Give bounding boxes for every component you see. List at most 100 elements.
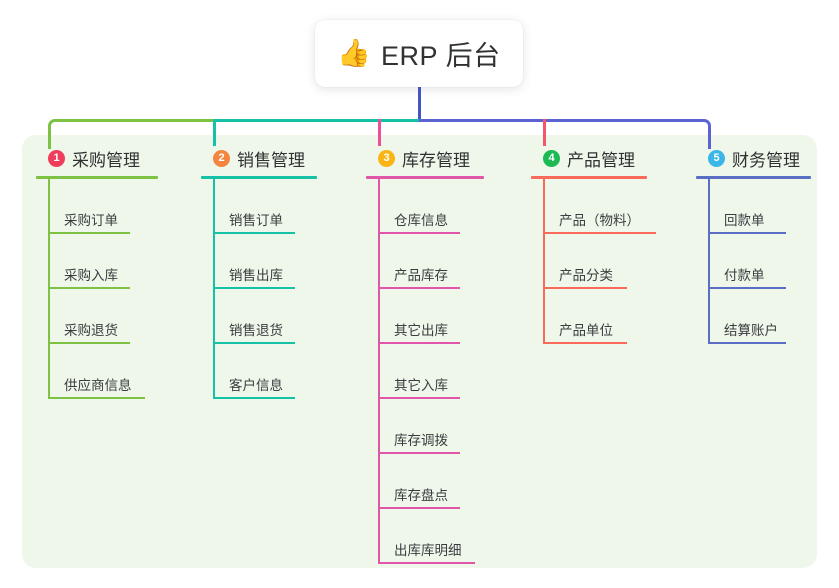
branch-item[interactable]: 产品库存 (366, 234, 484, 289)
branch-item-list: 产品（物料） 产品分类产品单位 (531, 179, 656, 344)
branch-item-list: 仓库信息产品库存其它出库其它入库库存调拨库存盘点出库库明细 (366, 179, 484, 564)
trunk-segment-left (48, 119, 216, 149)
branch-header-rule (531, 176, 647, 179)
branch-drop-4 (543, 119, 546, 146)
branch-item[interactable]: 产品单位 (531, 289, 647, 344)
branch-item-rule (708, 287, 786, 289)
branch-title-label: 产品管理 (567, 150, 635, 170)
branch-item-rule (708, 232, 786, 234)
branch-item-label: 供应商信息 (64, 378, 132, 393)
branch-item[interactable]: 仓库信息 (366, 179, 484, 234)
branch-item-rule (213, 397, 295, 399)
branch-item-label: 库存盘点 (394, 488, 448, 503)
branch-item-rule (543, 342, 627, 344)
branch-item-label: 产品（物料） (559, 213, 640, 228)
branch-item[interactable]: 结算账户 (696, 289, 811, 344)
branch-item-rule (213, 287, 295, 289)
branch-item-label: 仓库信息 (394, 213, 448, 228)
branch-title-label: 财务管理 (732, 150, 800, 170)
branch-column-1: 1 采购管理采购订单采购入库采购退货供应商信息 (36, 146, 158, 399)
branch-number-badge: 4 (543, 149, 560, 167)
branch-item-rule (378, 562, 475, 564)
branch-item[interactable]: 客户信息 (201, 344, 317, 399)
branch-item-label: 采购退货 (64, 323, 118, 338)
branch-item-label: 采购入库 (64, 268, 118, 283)
branch-spine (48, 179, 50, 399)
branch-item-list: 采购订单采购入库采购退货供应商信息 (36, 179, 158, 399)
branch-header-rule (696, 176, 811, 179)
branch-header-rule (36, 176, 158, 179)
branch-item-label: 结算账户 (724, 323, 778, 338)
branch-title-label: 销售管理 (237, 150, 305, 170)
branch-item[interactable]: 库存盘点 (366, 454, 484, 509)
branch-column-4: 4 产品管理产品（物料） 产品分类产品单位 (531, 146, 656, 344)
branch-header-rule (366, 176, 484, 179)
branch-drop-2 (213, 119, 216, 146)
branch-item[interactable]: 回款单 (696, 179, 811, 234)
branch-drop-3 (378, 119, 381, 146)
branch-item-label: 产品单位 (559, 323, 613, 338)
branch-spine (378, 179, 380, 564)
branch-item[interactable]: 其它入库 (366, 344, 484, 399)
branch-title-label: 采购管理 (72, 150, 140, 170)
branch-item-rule (48, 232, 130, 234)
branch-item[interactable]: 销售退货 (201, 289, 317, 344)
root-node-label: ERP 后台 (381, 41, 501, 71)
branch-item-rule (378, 507, 460, 509)
branch-item-label: 回款单 (724, 213, 765, 228)
trunk-segment-middle (213, 119, 421, 122)
branch-item-rule (543, 232, 656, 234)
branch-number-badge: 1 (48, 149, 65, 167)
branch-item[interactable]: 其它出库 (366, 289, 484, 344)
branch-item-list: 销售订单销售出库销售退货客户信息 (201, 179, 317, 399)
branch-item[interactable]: 库存调拨 (366, 399, 484, 454)
branch-item[interactable]: 销售订单 (201, 179, 317, 234)
branch-item-rule (378, 397, 460, 399)
branch-spine (708, 179, 710, 344)
branch-item-rule (378, 232, 460, 234)
branch-item-label: 库存调拨 (394, 433, 448, 448)
branch-spine (213, 179, 215, 399)
branch-header-4[interactable]: 4 产品管理 (531, 146, 647, 170)
branch-item-rule (378, 342, 460, 344)
branch-item-rule (48, 342, 130, 344)
branch-header-3[interactable]: 3 库存管理 (366, 146, 484, 170)
branch-item-rule (378, 287, 460, 289)
branch-item[interactable]: 采购入库 (36, 234, 158, 289)
branch-item-label: 采购订单 (64, 213, 118, 228)
branch-item[interactable]: 采购订单 (36, 179, 158, 234)
branch-column-3: 3 库存管理仓库信息产品库存其它出库其它入库库存调拨库存盘点出库库明细 (366, 146, 484, 564)
branch-item-rule (543, 287, 627, 289)
branch-item-rule (708, 342, 786, 344)
diagram-panel (22, 135, 817, 568)
branch-item[interactable]: 产品（物料） (531, 179, 656, 234)
branch-item[interactable]: 销售出库 (201, 234, 317, 289)
branch-item-label: 其它出库 (394, 323, 448, 338)
branch-item-label: 产品分类 (559, 268, 613, 283)
branch-item-rule (213, 342, 295, 344)
branch-item-label: 销售退货 (229, 323, 283, 338)
branch-item[interactable]: 出库库明细 (366, 509, 484, 564)
branch-item[interactable]: 产品分类 (531, 234, 647, 289)
branch-number-badge: 3 (378, 149, 395, 167)
branch-item-label: 出库库明细 (394, 543, 462, 558)
branch-item-rule (48, 287, 130, 289)
branch-item-label: 销售订单 (229, 213, 283, 228)
branch-item[interactable]: 付款单 (696, 234, 811, 289)
branch-item-label: 客户信息 (229, 378, 283, 393)
branch-item[interactable]: 采购退货 (36, 289, 158, 344)
branch-header-1[interactable]: 1 采购管理 (36, 146, 158, 170)
branch-item[interactable]: 供应商信息 (36, 344, 158, 399)
root-node[interactable]: 👍 ERP 后台 (315, 20, 523, 87)
branch-header-rule (201, 176, 317, 179)
branch-item-label: 产品库存 (394, 268, 448, 283)
branch-item-rule (378, 452, 460, 454)
branch-item-rule (213, 232, 295, 234)
branch-spine (543, 179, 545, 344)
branch-title-label: 库存管理 (402, 150, 470, 170)
